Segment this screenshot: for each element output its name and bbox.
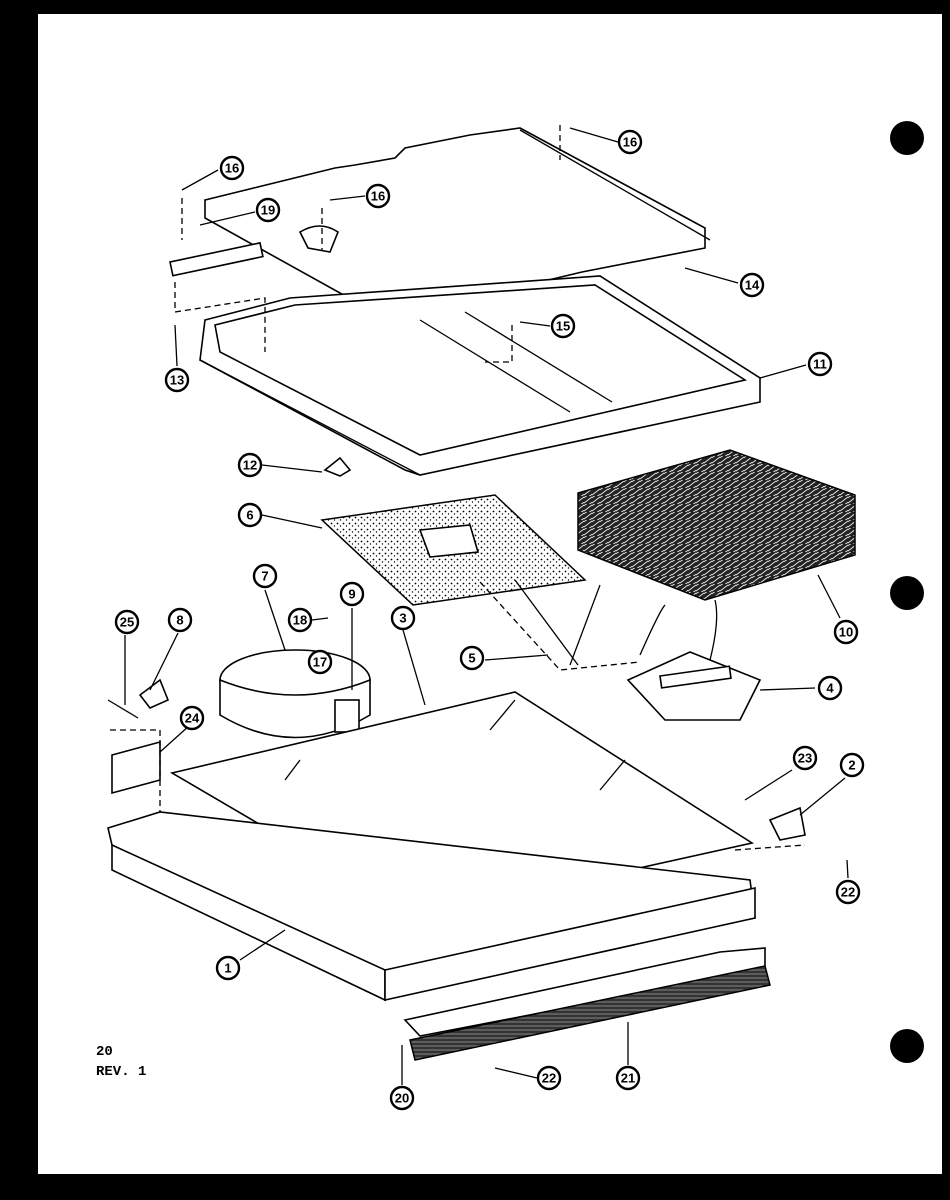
callout-label: 14 <box>745 278 760 293</box>
cover-edge <box>519 129 711 241</box>
mounting-plate <box>111 740 161 795</box>
callout-13: 13 <box>164 367 190 393</box>
callout-24: 24 <box>179 705 205 731</box>
base-tray-front <box>384 887 756 1001</box>
callout-label: 18 <box>293 613 307 628</box>
callout-23: 23 <box>792 745 818 771</box>
callout-label: 1 <box>224 961 231 976</box>
callout-2: 2 <box>839 752 865 778</box>
callout-label: 16 <box>225 161 239 176</box>
heater-plate <box>626 651 762 721</box>
binder-hole-bottom <box>890 1029 924 1063</box>
right-hinge <box>768 806 806 841</box>
callout-16-center: 16 <box>365 183 391 209</box>
glass-reflection <box>489 699 516 731</box>
clip-part <box>323 456 352 477</box>
callout-14: 14 <box>739 272 765 298</box>
foam-block <box>577 449 856 601</box>
callout-label: 23 <box>798 751 812 766</box>
wire <box>709 599 718 661</box>
callout-label: 5 <box>468 651 475 666</box>
callout-label: 22 <box>542 1071 556 1086</box>
frame-inner <box>214 284 748 456</box>
front-grille <box>409 965 771 1061</box>
callout-label: 8 <box>176 613 183 628</box>
callout-label: 6 <box>246 508 253 523</box>
callout-label: 7 <box>261 569 268 584</box>
mount-bracket <box>138 678 170 709</box>
callout-6: 6 <box>237 502 263 528</box>
callout-label: 12 <box>243 458 257 473</box>
dashed-guide <box>174 282 266 352</box>
callout-label: 16 <box>371 189 385 204</box>
frame-rail <box>464 311 613 403</box>
callout-5: 5 <box>459 645 485 671</box>
callout-22-right: 22 <box>835 879 861 905</box>
callout-label: 24 <box>185 711 200 726</box>
glass-reflection <box>284 759 301 781</box>
wire <box>639 604 666 656</box>
frame-edge <box>199 359 421 476</box>
dashed-guide <box>485 325 513 363</box>
callout-label: 15 <box>556 319 570 334</box>
callout-8: 8 <box>167 607 193 633</box>
callout-15: 15 <box>550 313 576 339</box>
callout-label: 9 <box>348 587 355 602</box>
callout-9: 9 <box>339 581 365 607</box>
glass-reflection <box>599 759 626 791</box>
fan-housing-side <box>219 678 371 739</box>
callout-label: 19 <box>261 203 275 218</box>
callout-label: 10 <box>839 625 853 640</box>
page-number: 20 <box>96 1044 113 1060</box>
callout-label: 4 <box>826 681 834 696</box>
trim-strip <box>403 947 766 1037</box>
binder-hole-top <box>890 121 924 155</box>
callout-label: 20 <box>395 1091 409 1106</box>
callout-18: 18 <box>287 607 313 633</box>
callout-17: 17 <box>307 649 333 675</box>
callout-16-top-left: 16 <box>219 155 245 181</box>
revision-label: REV. 1 <box>96 1064 147 1080</box>
probe-rod <box>514 579 579 666</box>
callout-25: 25 <box>114 609 140 635</box>
callout-label: 3 <box>399 611 406 626</box>
binder-hole-middle <box>890 576 924 610</box>
dashed-guide <box>734 844 806 851</box>
callout-label: 2 <box>848 758 855 773</box>
frame-rail <box>419 319 571 413</box>
callout-22-bottom: 22 <box>536 1065 562 1091</box>
callout-label: 22 <box>841 885 855 900</box>
callout-19: 19 <box>255 197 281 223</box>
callout-3: 3 <box>390 605 416 631</box>
callout-label: 21 <box>621 1071 635 1086</box>
cover-bracket <box>298 225 339 253</box>
leader-lines <box>124 127 849 1085</box>
callout-1: 1 <box>215 955 241 981</box>
dashed-guide <box>479 581 641 671</box>
callout-21: 21 <box>615 1065 641 1091</box>
callout-label: 16 <box>623 135 637 150</box>
callout-16-top-right: 16 <box>617 129 643 155</box>
exploded-parts-diagram: 16 16 16 19 14 15 13 11 12 6 10 7 18 9 3… <box>107 121 924 1111</box>
callout-label: 13 <box>170 373 184 388</box>
callout-7: 7 <box>252 563 278 589</box>
screw <box>107 699 139 719</box>
callout-20: 20 <box>389 1085 415 1111</box>
callout-10: 10 <box>833 619 859 645</box>
heater-slot <box>659 665 732 689</box>
callout-label: 11 <box>813 357 827 372</box>
hinge-bracket <box>169 241 264 277</box>
fan-terminal <box>334 699 360 733</box>
callout-label: 17 <box>313 655 327 670</box>
callout-label: 25 <box>120 615 134 630</box>
callout-4: 4 <box>817 675 843 701</box>
pad-cutout <box>418 524 480 558</box>
callout-11: 11 <box>807 351 833 377</box>
diagram-sheet: 16 16 16 19 14 15 13 11 12 6 10 7 18 9 3… <box>38 14 942 1174</box>
callout-12: 12 <box>237 452 263 478</box>
probe-rod <box>569 584 601 666</box>
